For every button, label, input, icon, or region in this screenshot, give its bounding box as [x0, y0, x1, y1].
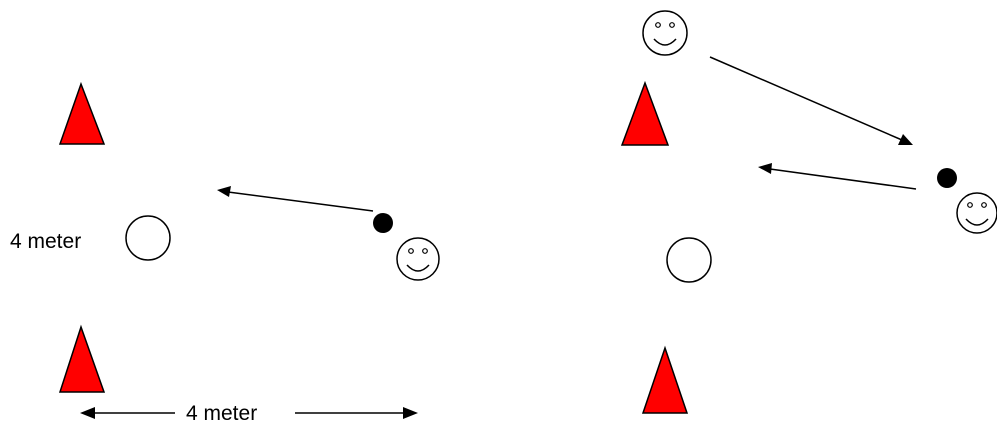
player-smiley-icon: [956, 192, 997, 234]
distance-arrow: [80, 407, 418, 419]
cone-icon: [58, 81, 106, 145]
run-arrow: [709, 56, 913, 145]
side-distance-label: 4 meter: [10, 230, 81, 253]
target-circle-icon: [666, 237, 712, 283]
ball-icon: [937, 168, 957, 188]
bottom-distance-label: 4 meter: [186, 402, 257, 425]
cone-icon: [58, 324, 106, 393]
left-drill: 4 meter 4 meter: [10, 81, 440, 425]
cone-icon: [641, 345, 689, 414]
target-circle-icon: [125, 215, 171, 261]
player-smiley-icon: [642, 10, 688, 56]
ball-icon: [373, 213, 393, 233]
player-smiley-icon: [396, 237, 440, 281]
cone-icon: [620, 80, 670, 146]
pass-arrow: [758, 163, 917, 190]
pass-arrow: [217, 186, 374, 212]
right-drill: [620, 10, 997, 414]
